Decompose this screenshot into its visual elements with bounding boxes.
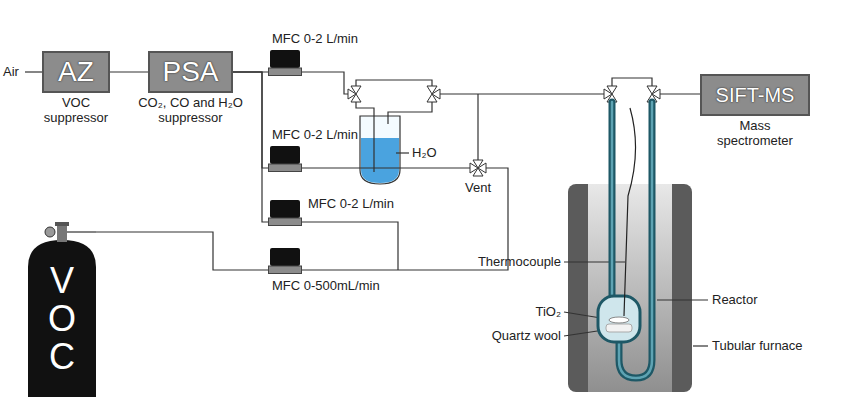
flow-controller: MFC 0-2 L/min	[268, 200, 302, 226]
valve-symbol	[473, 160, 483, 168]
catalyst-label: TiO₂	[535, 304, 561, 320]
furnace-label: Tubular furnace	[712, 338, 803, 354]
box-title: SIFT-MS	[716, 85, 795, 105]
valve-symbol	[351, 94, 361, 102]
reactor-tube-core	[611, 102, 614, 296]
mfc-body	[270, 50, 300, 68]
box-caption: CO₂, CO and H₂O suppressor	[129, 95, 253, 125]
box-title: AZ	[58, 58, 94, 86]
mfc-base	[269, 164, 302, 172]
valve-symbol	[432, 89, 440, 99]
valve-symbol	[351, 86, 361, 94]
pipe-line	[477, 94, 478, 160]
leader-line	[657, 299, 708, 300]
bubbler-vessel	[360, 116, 400, 184]
pipe-line	[25, 71, 42, 72]
mfc-body	[270, 248, 300, 266]
flow-controller: MFC 0-500mL/min	[268, 248, 302, 274]
instrument-box: SIFT-MSMass spectrometer	[700, 74, 810, 116]
cylinder-valve	[57, 226, 67, 242]
inlet-label: Air	[3, 64, 19, 80]
leader-line	[396, 152, 409, 153]
mfc-base	[269, 68, 302, 76]
valve-symbol	[652, 89, 660, 99]
box-title: PSA	[162, 58, 218, 86]
mfc-body	[270, 200, 300, 218]
mfc-label: MFC 0-2 L/min	[308, 196, 394, 211]
flow-controller: MFC 0-2 L/min	[268, 50, 302, 76]
thermocouple-label: Thermocouple	[478, 254, 561, 270]
flow-controller: MFC 0-2 L/min	[268, 146, 302, 172]
mfc-base	[269, 266, 302, 274]
mfc-body	[270, 146, 300, 164]
box-caption: Mass spectrometer	[709, 118, 801, 148]
mfc-label: MFC 0-500mL/min	[272, 278, 380, 293]
pipe-line	[67, 231, 96, 232]
mfc-symbol	[268, 146, 302, 172]
mfc-label: MFC 0-2 L/min	[272, 31, 358, 46]
valve-knob	[45, 227, 55, 237]
mfc-symbol	[268, 50, 302, 76]
pipe-line	[302, 167, 470, 168]
pipe-line	[356, 80, 432, 86]
pipe-connector	[233, 72, 268, 222]
furnace-body	[568, 184, 692, 392]
reactor-bulb	[598, 296, 640, 342]
pipe-line	[302, 222, 398, 270]
cylinder-valve	[55, 222, 69, 226]
quartz-wool-label: Quartz wool	[492, 328, 561, 344]
valve-symbol	[473, 168, 483, 176]
thermocouple-wire	[624, 108, 636, 316]
bubbler-water	[361, 138, 399, 183]
pipe-connector	[110, 71, 148, 72]
pipe-line	[388, 102, 432, 124]
pipe-connector	[96, 232, 268, 270]
vent-label: Vent	[465, 180, 491, 196]
quartz-wool	[606, 324, 632, 332]
water-label: H₂O	[412, 145, 437, 161]
mfc-label: MFC 0-2 L/min	[272, 127, 358, 142]
pipe-line	[660, 93, 700, 94]
mfc-symbol	[268, 200, 302, 226]
pipe-line	[302, 72, 348, 94]
mfc-symbol	[268, 248, 302, 274]
pipe-line	[302, 168, 508, 270]
cylinder-body	[28, 240, 96, 397]
catalyst-bed	[609, 317, 629, 323]
process-box: AZVOC suppressor	[42, 51, 110, 93]
pipe-connector	[233, 72, 268, 168]
reactor-label: Reactor	[712, 292, 758, 308]
valve-symbol	[607, 86, 617, 94]
leader-line	[564, 261, 625, 262]
box-caption: VOC suppressor	[36, 95, 116, 125]
furnace-bore	[588, 184, 672, 392]
pipe-line	[440, 93, 604, 94]
process-box: PSACO₂, CO and H₂O suppressor	[148, 51, 233, 93]
mfc-base	[269, 218, 302, 226]
pipe-line	[612, 78, 652, 86]
cylinder-label: V O C	[42, 262, 82, 375]
pipe-line	[356, 102, 374, 172]
gas-cylinder: V O C	[28, 222, 96, 397]
leader-line	[693, 345, 708, 346]
reactor-tube	[609, 102, 616, 296]
